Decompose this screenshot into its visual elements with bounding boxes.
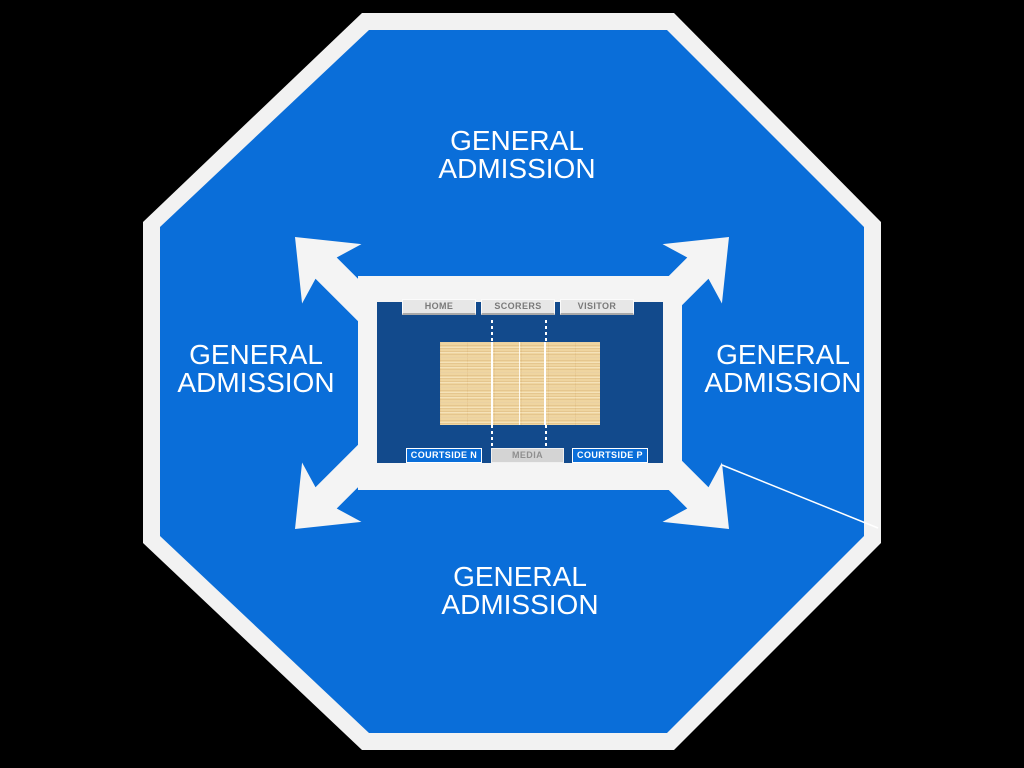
center-line (519, 342, 520, 425)
tab-visitor: VISITOR (560, 299, 634, 315)
section-general-admission-right[interactable]: GENERAL ADMISSION (633, 341, 933, 397)
arrow-northwest-icon (295, 237, 390, 332)
section-label-line: GENERAL (716, 339, 850, 370)
tab-courtside-p[interactable]: COURTSIDE P (572, 448, 648, 463)
section-label-line: ADMISSION (438, 153, 596, 184)
arrow-southwest-icon (295, 434, 390, 529)
attack-line-right (544, 342, 546, 425)
attack-line-left (491, 342, 493, 425)
section-general-admission-left[interactable]: GENERAL ADMISSION (106, 341, 406, 397)
section-general-admission-top[interactable]: GENERAL ADMISSION (367, 127, 667, 183)
tab-courtside-n[interactable]: COURTSIDE N (406, 448, 482, 463)
attack-line-extension (491, 320, 493, 342)
section-general-admission-bottom[interactable]: GENERAL ADMISSION (370, 563, 670, 619)
attack-line-extension (545, 320, 547, 342)
section-label-line: GENERAL (189, 339, 323, 370)
tab-home: HOME (402, 299, 476, 315)
tab-media: MEDIA (491, 448, 564, 463)
section-label-line: ADMISSION (441, 589, 599, 620)
attack-line-extension (545, 425, 547, 447)
court-area: HOME SCORERS VISITOR COURTSIDE N MEDIA C… (377, 299, 663, 463)
volleyball-court-floor (440, 342, 600, 425)
attack-line-extension (491, 425, 493, 447)
section-label-line: ADMISSION (177, 367, 335, 398)
section-label-line: GENERAL (450, 125, 584, 156)
section-label-line: ADMISSION (704, 367, 862, 398)
section-label-line: GENERAL (453, 561, 587, 592)
tab-scorers: SCORERS (481, 299, 555, 315)
callout-leader-line (721, 464, 879, 529)
